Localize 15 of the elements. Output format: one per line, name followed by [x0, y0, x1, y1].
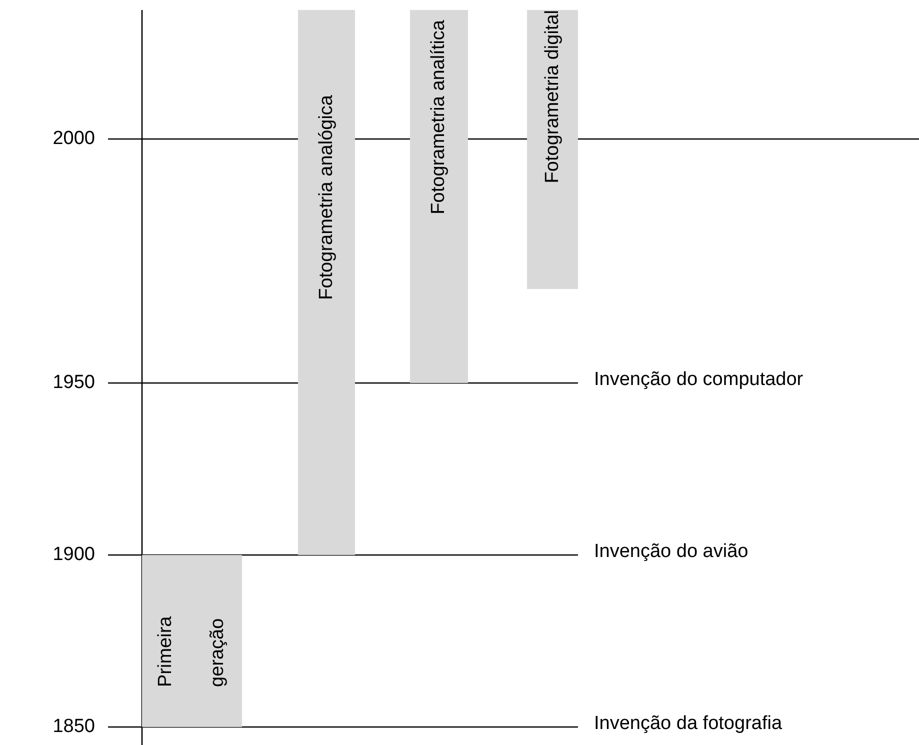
era-bar [298, 10, 355, 555]
era-label: Fotogrametria analógica [316, 95, 338, 300]
year-label: 1900 [52, 544, 95, 566]
year-label: 1850 [52, 716, 95, 738]
era-bar [527, 10, 578, 289]
era-bar [410, 10, 468, 383]
year-label: 1950 [52, 372, 95, 394]
event-label: Invenção do avião [594, 541, 748, 563]
era-bar [142, 555, 242, 727]
era-label: Fotogrametria digital [542, 10, 564, 184]
event-label: Invenção do computador [594, 369, 804, 391]
year-label: 2000 [52, 128, 95, 150]
era-label: Primeira geração [154, 615, 229, 687]
event-label: Invenção da fotografia [594, 713, 782, 735]
era-label: Fotogrametria analítica [428, 20, 450, 214]
